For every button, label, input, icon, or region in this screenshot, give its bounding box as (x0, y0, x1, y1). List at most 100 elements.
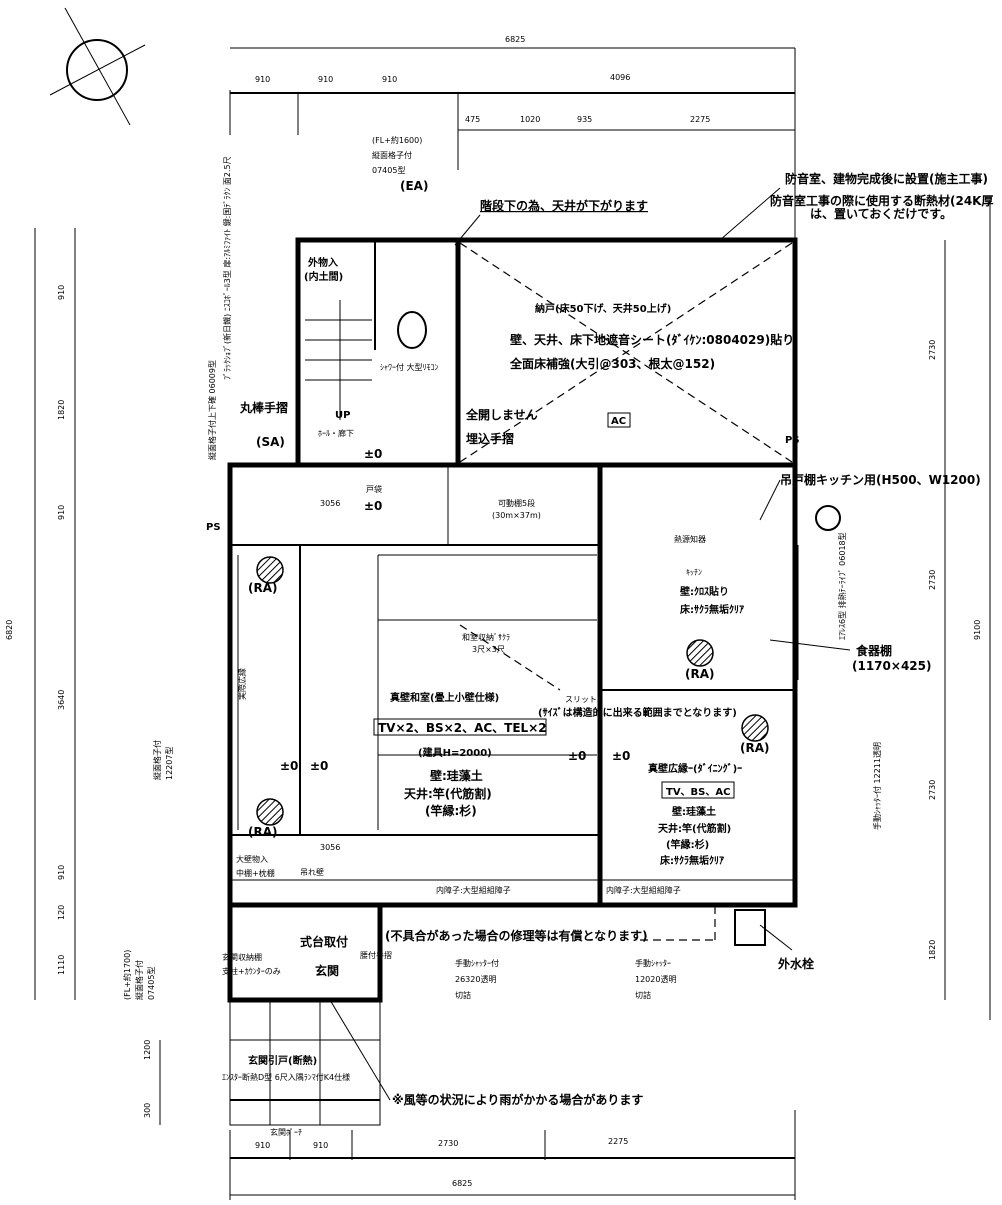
washitsu-title: 真壁和室(畳上小壁仕様) (390, 691, 499, 704)
dim: 1820 (928, 940, 937, 960)
dim: 2730 (928, 780, 937, 800)
living-wall: 壁:珪藻土 (672, 805, 716, 818)
living-outlets: TV、BS、AC (666, 787, 730, 798)
top-dimensions: 6825 910 910 910 4096 475 1020 935 2275 (229, 35, 796, 240)
living-floor: 床:ｻｸﾗ無垢ｸﾘｱ (660, 854, 724, 867)
entrance-porch-label: 玄関ﾎﾟｰﾁ (270, 1127, 302, 1137)
window-note: 縦面格子付 (152, 740, 162, 780)
closet-label: 戸袋 (366, 484, 382, 494)
note-rain: ※風等の状況により雨がかかる場合があります (392, 1092, 643, 1107)
living-sub: (竿縁:杉) (666, 838, 709, 851)
window-note: 手動ｼｬｯﾀｰ付 12211透明 (872, 742, 882, 830)
ea-label: (EA) (400, 179, 428, 193)
level-label: ±0 (568, 749, 586, 763)
note-defect: (不具合があった場合の修理等は有償となります) (385, 928, 648, 943)
window-note: ﾌﾞﾗｯｸｼｮﾌﾞ(新日鐵) ﾆｽｺﾎﾞｰﾙ3型 扉:ｱﾙﾐﾌｧｲﾄ 鍵:国ﾃﾞ… (222, 156, 232, 380)
alcove-label: 3尺×3尺 (472, 645, 505, 654)
dim: 910 (382, 75, 397, 84)
window-note: 07405型 (372, 166, 405, 175)
note-soundproof: 防音室工事の際に使用する断熱材(24K厚 (770, 193, 993, 208)
entrance-storage-label: 玄関収納棚 (222, 952, 262, 962)
dim: 935 (577, 115, 592, 124)
window-note: 縦面格子付 (134, 960, 144, 1000)
shutter-label: 手動ｼｬｯﾀｰ付 (455, 958, 499, 968)
kitchen-wall: 壁:ｸﾛｽ貼り (680, 585, 729, 598)
big-storage-label: 大壁物入 (236, 854, 268, 864)
dim: 910 (313, 1141, 328, 1150)
dim: 2275 (608, 1137, 628, 1146)
dim: 6820 (5, 620, 14, 640)
window-note: (FL+約1600) (372, 135, 422, 145)
dim: 2730 (928, 570, 937, 590)
note-soundproof: 防音室、建物完成後に設置(施主工事) (785, 171, 988, 186)
window-note: ｴｱﾚｽ6型 排熱ﾃｰﾗｲﾌﾟ 06018型 (837, 532, 847, 640)
dim: 910 (318, 75, 333, 84)
dim: 1820 (57, 400, 66, 420)
note-not-full-open: 全開しません (465, 407, 538, 422)
entrance-door-label: 玄関引戸(断熱) (248, 1054, 317, 1067)
washitsu-ceiling: 天井:竿(代筋割) (404, 786, 492, 801)
hanging-wall-label: 吊れ壁 (300, 867, 324, 877)
dim: 6825 (452, 1179, 472, 1188)
shutter-label: 12020透明 (635, 975, 676, 984)
dim: 4096 (610, 73, 630, 82)
level-label: ±0 (364, 447, 382, 461)
entrance-storage-label: 支柱+ｶｳﾝﾀｰのみ (222, 966, 281, 976)
ra-label: (RA) (685, 667, 715, 681)
ra-label: (RA) (248, 581, 278, 595)
shutter-label: 手動ｼｬｯﾀｰ (635, 958, 671, 968)
corridor-label: 実際広縁 (237, 668, 247, 700)
dim: 1020 (520, 115, 540, 124)
kitchen-floor: 床:ｻｸﾗ無垢ｸﾘｱ (680, 603, 744, 616)
shutter-label: 切詰 (455, 990, 471, 1000)
dim: 9100 (973, 620, 982, 640)
level-label: ±0 (612, 749, 630, 763)
outer-storage-label: (内土間) (304, 270, 343, 283)
right-dimensions: 2730 2730 2730 1820 9100 (928, 200, 991, 1020)
dim: 1200 (143, 1040, 152, 1060)
entrance-door-spec: ｴﾝｽﾀｰ断熱D型 6尺入隅ﾗﾝﾏ付K4仕様 (222, 1072, 350, 1082)
storage-spec: 全面床補強(大引@303、根太@152) (509, 356, 715, 371)
washitsu-door-height: (建具H=2000) (418, 746, 492, 759)
ra-vent-icon (741, 714, 769, 742)
living-ceiling: 天井:竿(代筋割) (658, 822, 731, 835)
ra-label: (RA) (740, 741, 770, 755)
dim: 910 (57, 285, 66, 300)
dim: 3640 (57, 690, 66, 710)
dim: 910 (255, 75, 270, 84)
outdoor-unit-icon (815, 505, 841, 531)
door-size: 3056 (320, 499, 340, 508)
alcove-diagonal (459, 624, 561, 691)
sa-label: (SA) (256, 435, 285, 449)
ra-vent-icon (256, 556, 284, 584)
window-note: 縦面格子付 (372, 150, 412, 160)
note-stair-ceiling: 階段下の為、天井が下がります (480, 198, 648, 213)
window-note: 縦面格子付上下確 06009型 (207, 360, 217, 460)
dim: 910 (57, 505, 66, 520)
storage-diagonal (459, 242, 793, 463)
shelf-label: 可動棚5段 (498, 498, 535, 508)
dim: 120 (57, 905, 66, 920)
leader-lines (329, 187, 851, 1101)
up-label: UP (335, 410, 350, 421)
note-bench-rail: 腰付手摺 (360, 950, 392, 960)
shoji-label: 内障子:大型組組障子 (436, 885, 511, 895)
dim: 1110 (57, 955, 66, 975)
window-note: 07405型 (147, 967, 156, 1000)
dishwasher-label: 熱源知器 (674, 534, 706, 544)
door-size: 3056 (320, 843, 340, 852)
ra-vent-icon (686, 639, 714, 667)
ps-label: PS (785, 435, 800, 446)
toilet-note: ｼｬﾜｰ付 大型ﾘﾓｺﾝ (380, 362, 439, 372)
level-label: ±0 (364, 499, 382, 513)
dim: 300 (143, 1103, 152, 1118)
dim: 475 (465, 115, 480, 124)
note-faucet: 外水栓 (778, 956, 814, 971)
big-storage-label: 中棚+枕棚 (236, 868, 275, 878)
alcove-label: 和室収納ﾞｻｸﾗ (462, 632, 510, 642)
note-dish-shelf: 食器棚 (855, 643, 892, 658)
living-title: 真壁広縁ｰ(ﾀﾞｲﾆﾝｸﾞ)ｰ (648, 762, 742, 775)
dim: 2275 (690, 115, 710, 124)
washitsu-sub: (竿縁:杉) (425, 803, 477, 818)
